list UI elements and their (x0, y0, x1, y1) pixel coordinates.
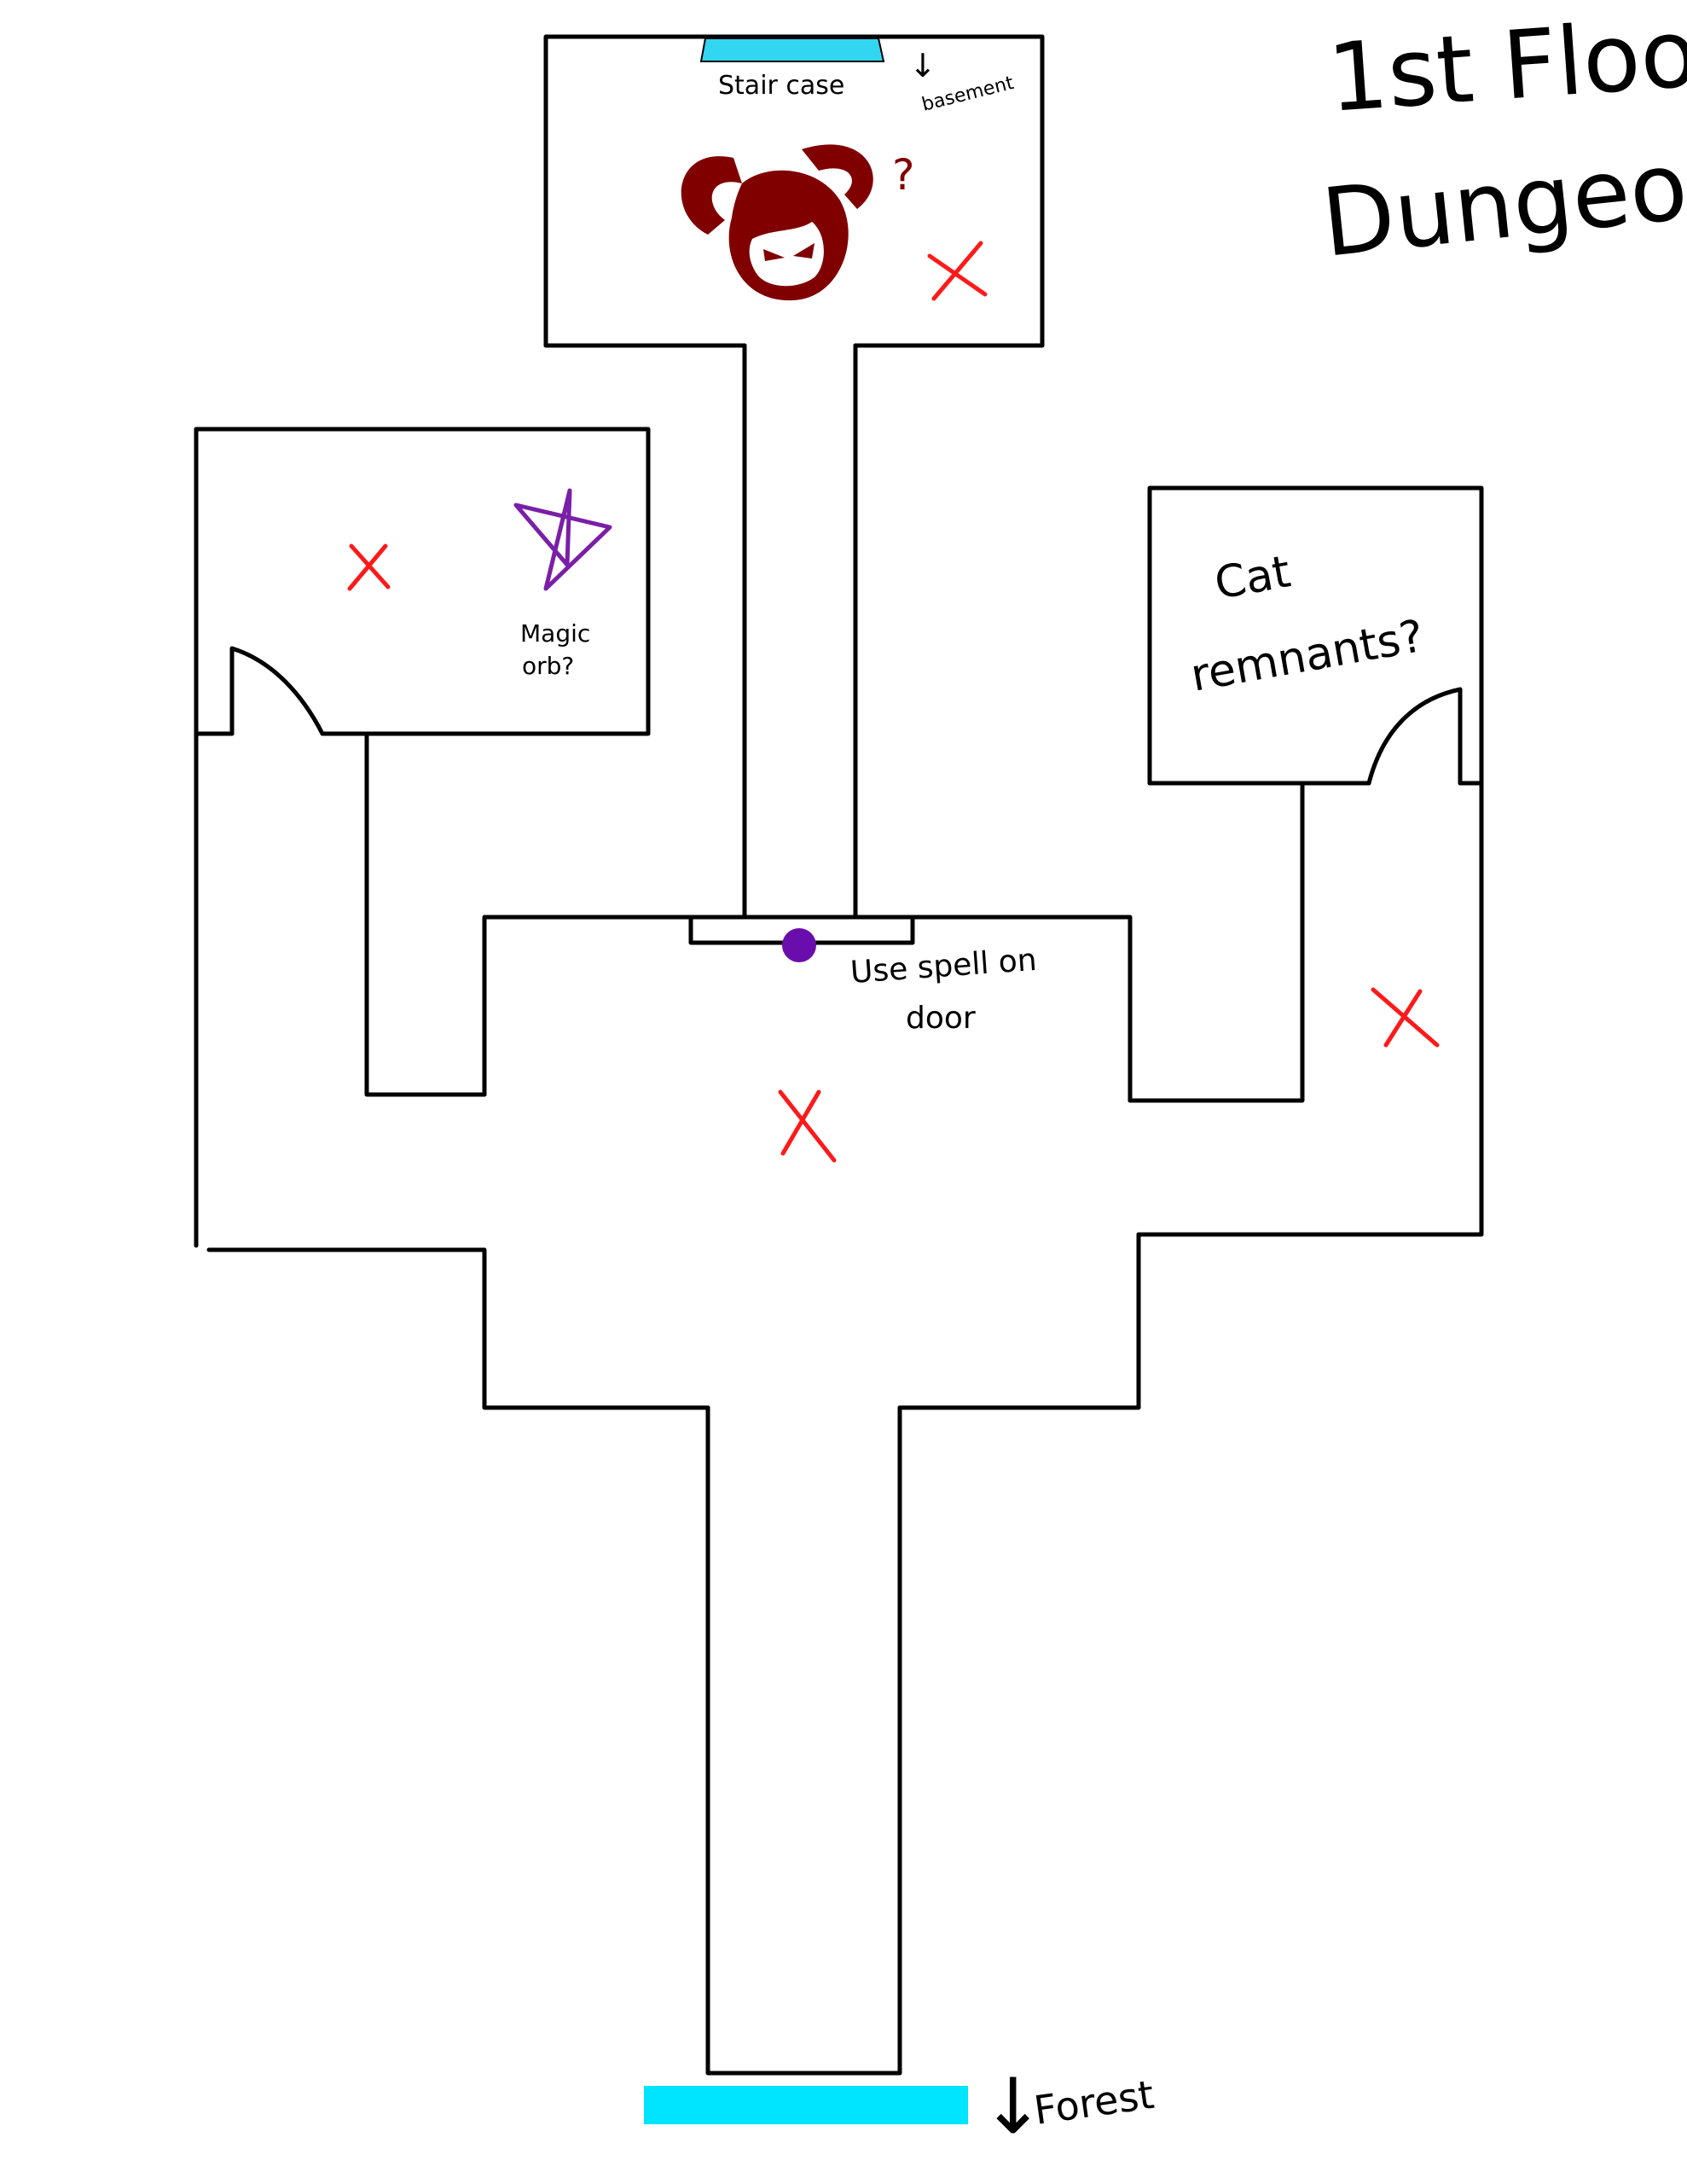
south-corridor (705, 1405, 902, 2076)
x-marker (927, 241, 988, 301)
north-corridor (742, 343, 858, 917)
x-marker (778, 1089, 837, 1163)
basement-arrow: ↓ (909, 47, 936, 84)
exit-portal-icon[interactable] (644, 2086, 968, 2124)
forest-arrow: ↓ (981, 2062, 1045, 2152)
cat-label-2: remnants? (1187, 611, 1428, 702)
x-marker (347, 543, 391, 591)
orb-room (194, 427, 651, 736)
page-title-line-1: 1st Floor (1325, 0, 1687, 133)
magic-orb-label-2: orb? (522, 652, 574, 680)
boss-room (543, 34, 1045, 348)
cat-label-1: Cat (1211, 546, 1295, 609)
west-hallway (194, 731, 487, 1248)
east-hallway (1128, 781, 1484, 1237)
pentagram-icon[interactable] (513, 488, 612, 591)
page-title-line-2: Dungeon (1317, 125, 1687, 277)
staircase-label: Stair case (718, 71, 844, 101)
central-hall (206, 915, 1141, 1410)
purple-dot-icon[interactable] (782, 928, 816, 962)
demon-head-icon[interactable] (681, 144, 873, 301)
boss-question-mark: ? (892, 150, 915, 200)
forest-label: Forest (1031, 2071, 1157, 2134)
magic-orb-label-1: Magic (520, 619, 590, 648)
cat-room (1147, 485, 1484, 786)
x-marker (1371, 987, 1440, 1048)
spell-label-2: door (906, 1001, 976, 1036)
spell-label-1: Use spell on (849, 943, 1038, 990)
staircase-icon[interactable] (699, 38, 885, 62)
